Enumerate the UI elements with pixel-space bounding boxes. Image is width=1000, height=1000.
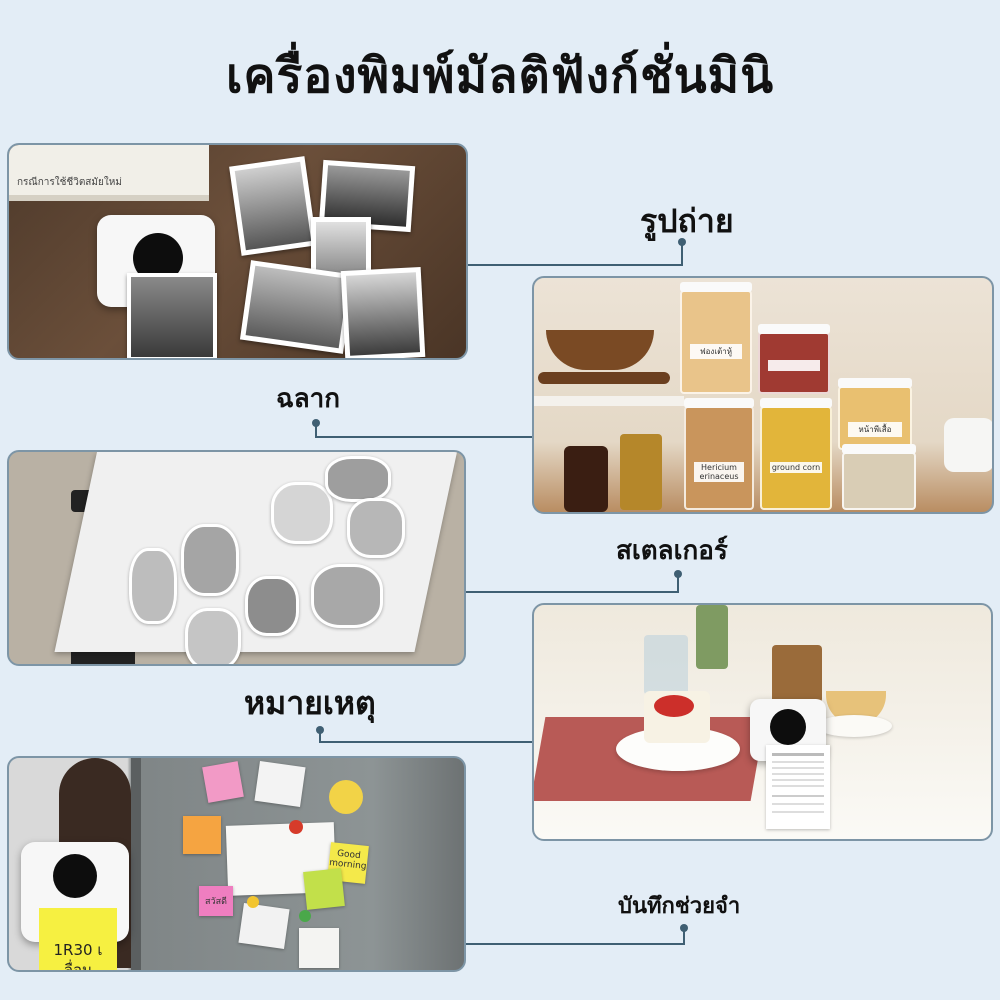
jar-corn: ground corn [760,398,832,510]
note-green [303,868,345,910]
wooden-bowl [546,330,654,370]
saucer [816,715,892,737]
jar-rice [842,444,916,510]
fridge-door-edge [131,758,141,970]
jar-tag-1: ฟองเต้าหู้ [690,344,742,359]
note-orange [183,816,221,854]
note-white [254,760,306,808]
sticker-bear-2 [325,456,391,502]
sticker-frog [185,608,241,664]
jar-pasta: หน้าพีเสื้อ [838,378,912,450]
receipt-printout [766,745,830,829]
printer-lens-icon [53,854,97,898]
plant-pot [696,605,728,669]
photo-5 [340,266,426,358]
book-text: กรณีการใช้ชีวิตสมัยใหม่ [17,177,122,188]
note-panel [532,603,993,841]
note-hi: สวัสดี [199,886,233,916]
sticker-bear [129,548,177,624]
smiley-magnet-icon [329,780,363,814]
magnet-red [289,820,303,834]
jar-tag-3: ground corn [770,462,822,473]
note-white-2 [238,902,290,950]
printer-note-text: 1R30 เ ลื่อน [53,941,103,972]
photo-4 [239,260,355,354]
photo-1 [229,156,317,256]
sticker-dino [181,524,239,596]
note-pink [202,761,244,803]
shelf [534,396,684,406]
printer-lens-icon [770,709,806,745]
sticker-teddy [245,576,299,636]
note-hi-text: สวัสดี [205,897,227,907]
sticker-panel [7,450,466,666]
note-coffee [299,928,339,968]
magnet-green [299,910,311,922]
jar-tag-2: Hericium erinaceus [694,462,744,482]
coffee-glass [772,645,822,703]
label-label: ฉลาก [276,384,340,414]
sticker-frog-2 [347,498,405,558]
label-note: หมายเหตุ [244,684,376,722]
water-glass [644,635,688,695]
memo-panel: Good morning สวัสดี 1R30 เ ลื่อน [7,756,466,972]
oil-bottle [564,446,608,512]
strawberry [654,695,694,717]
sticker-rabbit [271,482,333,544]
label-memo: บันทึกช่วยจำ [618,894,741,919]
honey-jar [620,434,662,510]
label-photo: รูปถ่าย [640,202,734,240]
printer-note: 1R30 เ ลื่อน [39,908,117,970]
jar-tag-4: หน้าพีเสื้อ [848,422,902,437]
sticker-corgi [311,564,383,628]
magnet-yellow [247,896,259,908]
printed-photo [127,273,217,358]
jar-tofu-skin: ฟองเต้าหู้ [680,282,752,394]
label-sticker: สเตลเกอร์ [616,536,728,566]
white-pot [944,418,992,472]
photo-panel: กรณีการใช้ชีวิตสมัยใหม่ [7,143,468,360]
label-panel: ฟองเต้าหู้ Hericium erinaceus ground cor… [532,276,994,514]
page-title: เครื่องพิมพ์มัลติฟังก์ชั่นมินิ [225,48,775,104]
book: กรณีการใช้ชีวิตสมัยใหม่ [9,145,209,201]
jar-tag-blank [768,360,820,371]
wooden-board [538,372,670,384]
jar-goji [758,324,830,394]
jar-mushroom: Hericium erinaceus [684,398,754,510]
